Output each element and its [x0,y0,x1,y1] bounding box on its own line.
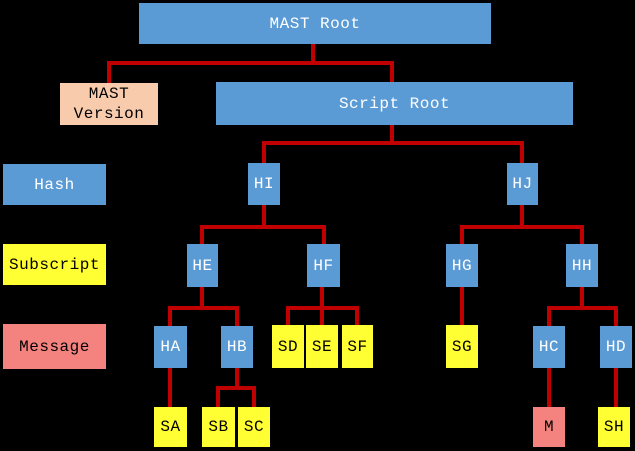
node-sg: SG [446,325,478,368]
connector-hg-child [460,287,464,325]
node-mast-version: MAST Version [60,83,158,125]
connector-hh-children [547,306,618,310]
connector-hj-children [460,225,584,229]
node-script-root: Script Root [216,82,573,125]
connector-hf-children [286,306,290,325]
connector-script-root-children [262,141,524,145]
node-sd: SD [272,325,304,368]
node-se: SE [306,325,338,368]
node-m: M [533,407,565,447]
node-hc: HC [533,326,565,368]
connector-mast-root-children [390,61,394,82]
connector-hc-child [547,368,551,407]
connector-mast-root-children [311,44,315,65]
connector-hf-children [355,306,359,325]
connector-he-children [200,287,204,310]
node-ha: HA [154,326,187,368]
node-hf: HF [307,244,340,287]
legend-message: Message [3,324,106,369]
node-he: HE [187,244,218,287]
connector-hd-child [614,368,618,407]
connector-hi-children [322,225,326,244]
connector-he-children [168,306,239,310]
connector-hh-children [580,287,584,310]
node-hg: HG [446,244,478,287]
connector-script-root-children [520,141,524,163]
connector-hi-children [262,205,266,229]
legend-hash: Hash [3,164,106,205]
node-mast-root: MAST Root [139,3,491,44]
node-hj: HJ [507,163,538,205]
node-hh: HH [566,244,598,287]
connector-hj-children [580,225,584,244]
connector-script-root-children [390,125,394,145]
node-sb: SB [202,407,235,447]
connector-ha-child [168,368,172,407]
node-hi: HI [248,163,280,205]
connector-hj-children [460,225,464,244]
connector-hi-children [200,225,204,244]
connector-hb-children [235,368,239,390]
node-hb: HB [221,326,253,368]
connector-hf-children [286,306,359,310]
connector-hb-children [252,386,256,407]
connector-hb-children [216,386,220,407]
connector-hh-children [547,306,551,326]
connector-hi-children [200,225,326,229]
node-sa: SA [154,407,187,447]
connector-script-root-children [262,141,266,163]
legend-subscript: Subscript [3,244,106,285]
connector-he-children [235,306,239,326]
connector-hj-children [520,205,524,229]
node-sf: SF [342,325,373,368]
connector-hb-children [216,386,256,390]
node-sc: SC [238,407,270,447]
connector-mast-root-children [107,61,111,83]
node-hd: HD [600,326,632,368]
node-sh: SH [598,407,630,447]
connector-he-children [168,306,172,326]
connector-mast-root-children [107,61,394,65]
connector-hh-children [614,306,618,326]
